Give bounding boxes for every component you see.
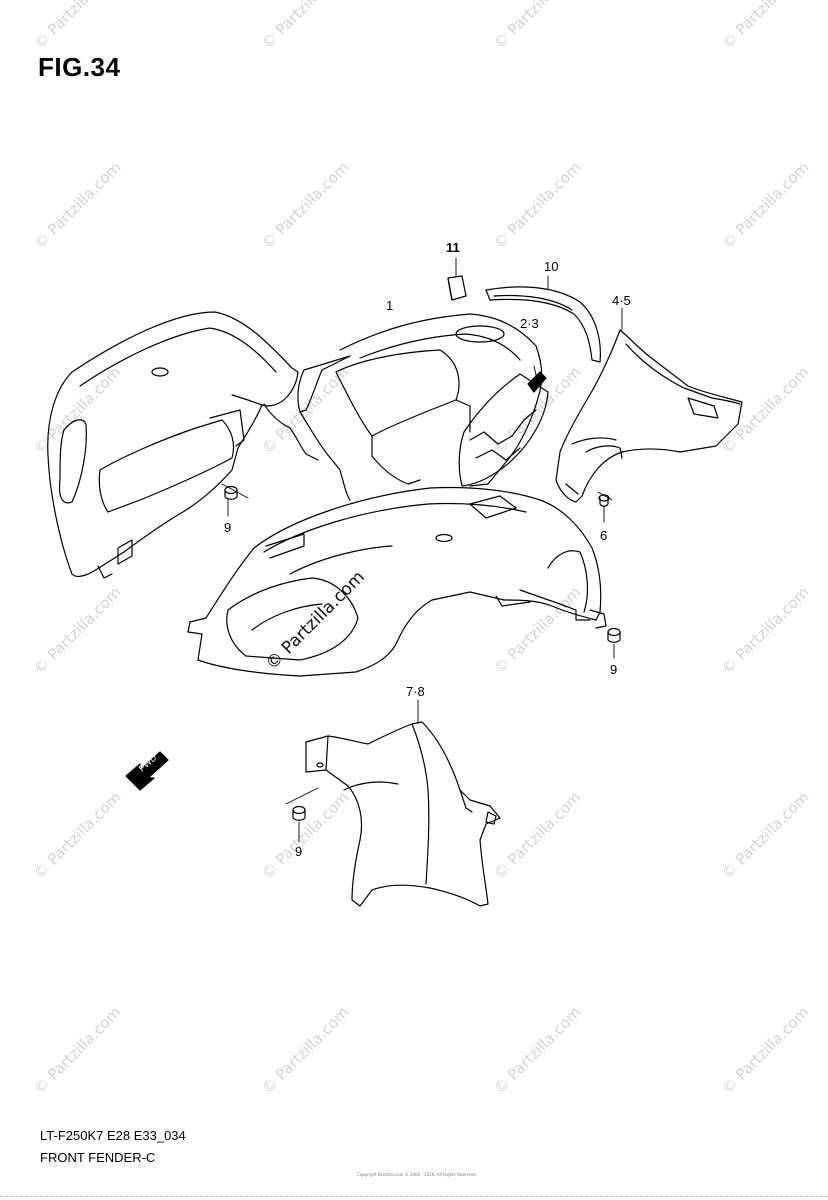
figure-title: FIG.34 [38, 52, 121, 82]
clip-fastener-6 [597, 491, 613, 523]
grommet-11 [447, 257, 467, 301]
figure-code: LT-F250K7 E28 E33_034 [40, 1128, 186, 1143]
callout-9-upper: 9 [224, 520, 232, 535]
callout-2-3: 2·3 [520, 316, 539, 331]
front-fender-main [187, 313, 607, 677]
left-side-cover [47, 311, 299, 579]
molding-strip-10 [485, 275, 601, 363]
figure-name: FRONT FENDER-C [40, 1150, 156, 1165]
mud-guard [305, 699, 501, 907]
callout-7-8: 7·8 [406, 684, 425, 699]
bottom-rule [0, 1196, 828, 1197]
copyright-notice: Copyright Partzilla.com © 2004 - 2016. A… [357, 1172, 477, 1177]
callout-10: 10 [544, 259, 559, 274]
clip-fastener-9-right [607, 627, 621, 659]
forward-arrow-icon: FWD [125, 751, 169, 791]
callout-6: 6 [600, 528, 608, 543]
callout-11: 11 [446, 240, 460, 255]
callout-9-right: 9 [610, 662, 618, 677]
callout-1: 1 [386, 298, 394, 313]
clip-fastener-9 [221, 483, 249, 517]
clip-fastener-9-lower [285, 787, 319, 843]
callout-4-5: 4·5 [612, 293, 631, 308]
right-side-cover [555, 307, 743, 503]
callout-9-lower: 9 [295, 844, 303, 859]
